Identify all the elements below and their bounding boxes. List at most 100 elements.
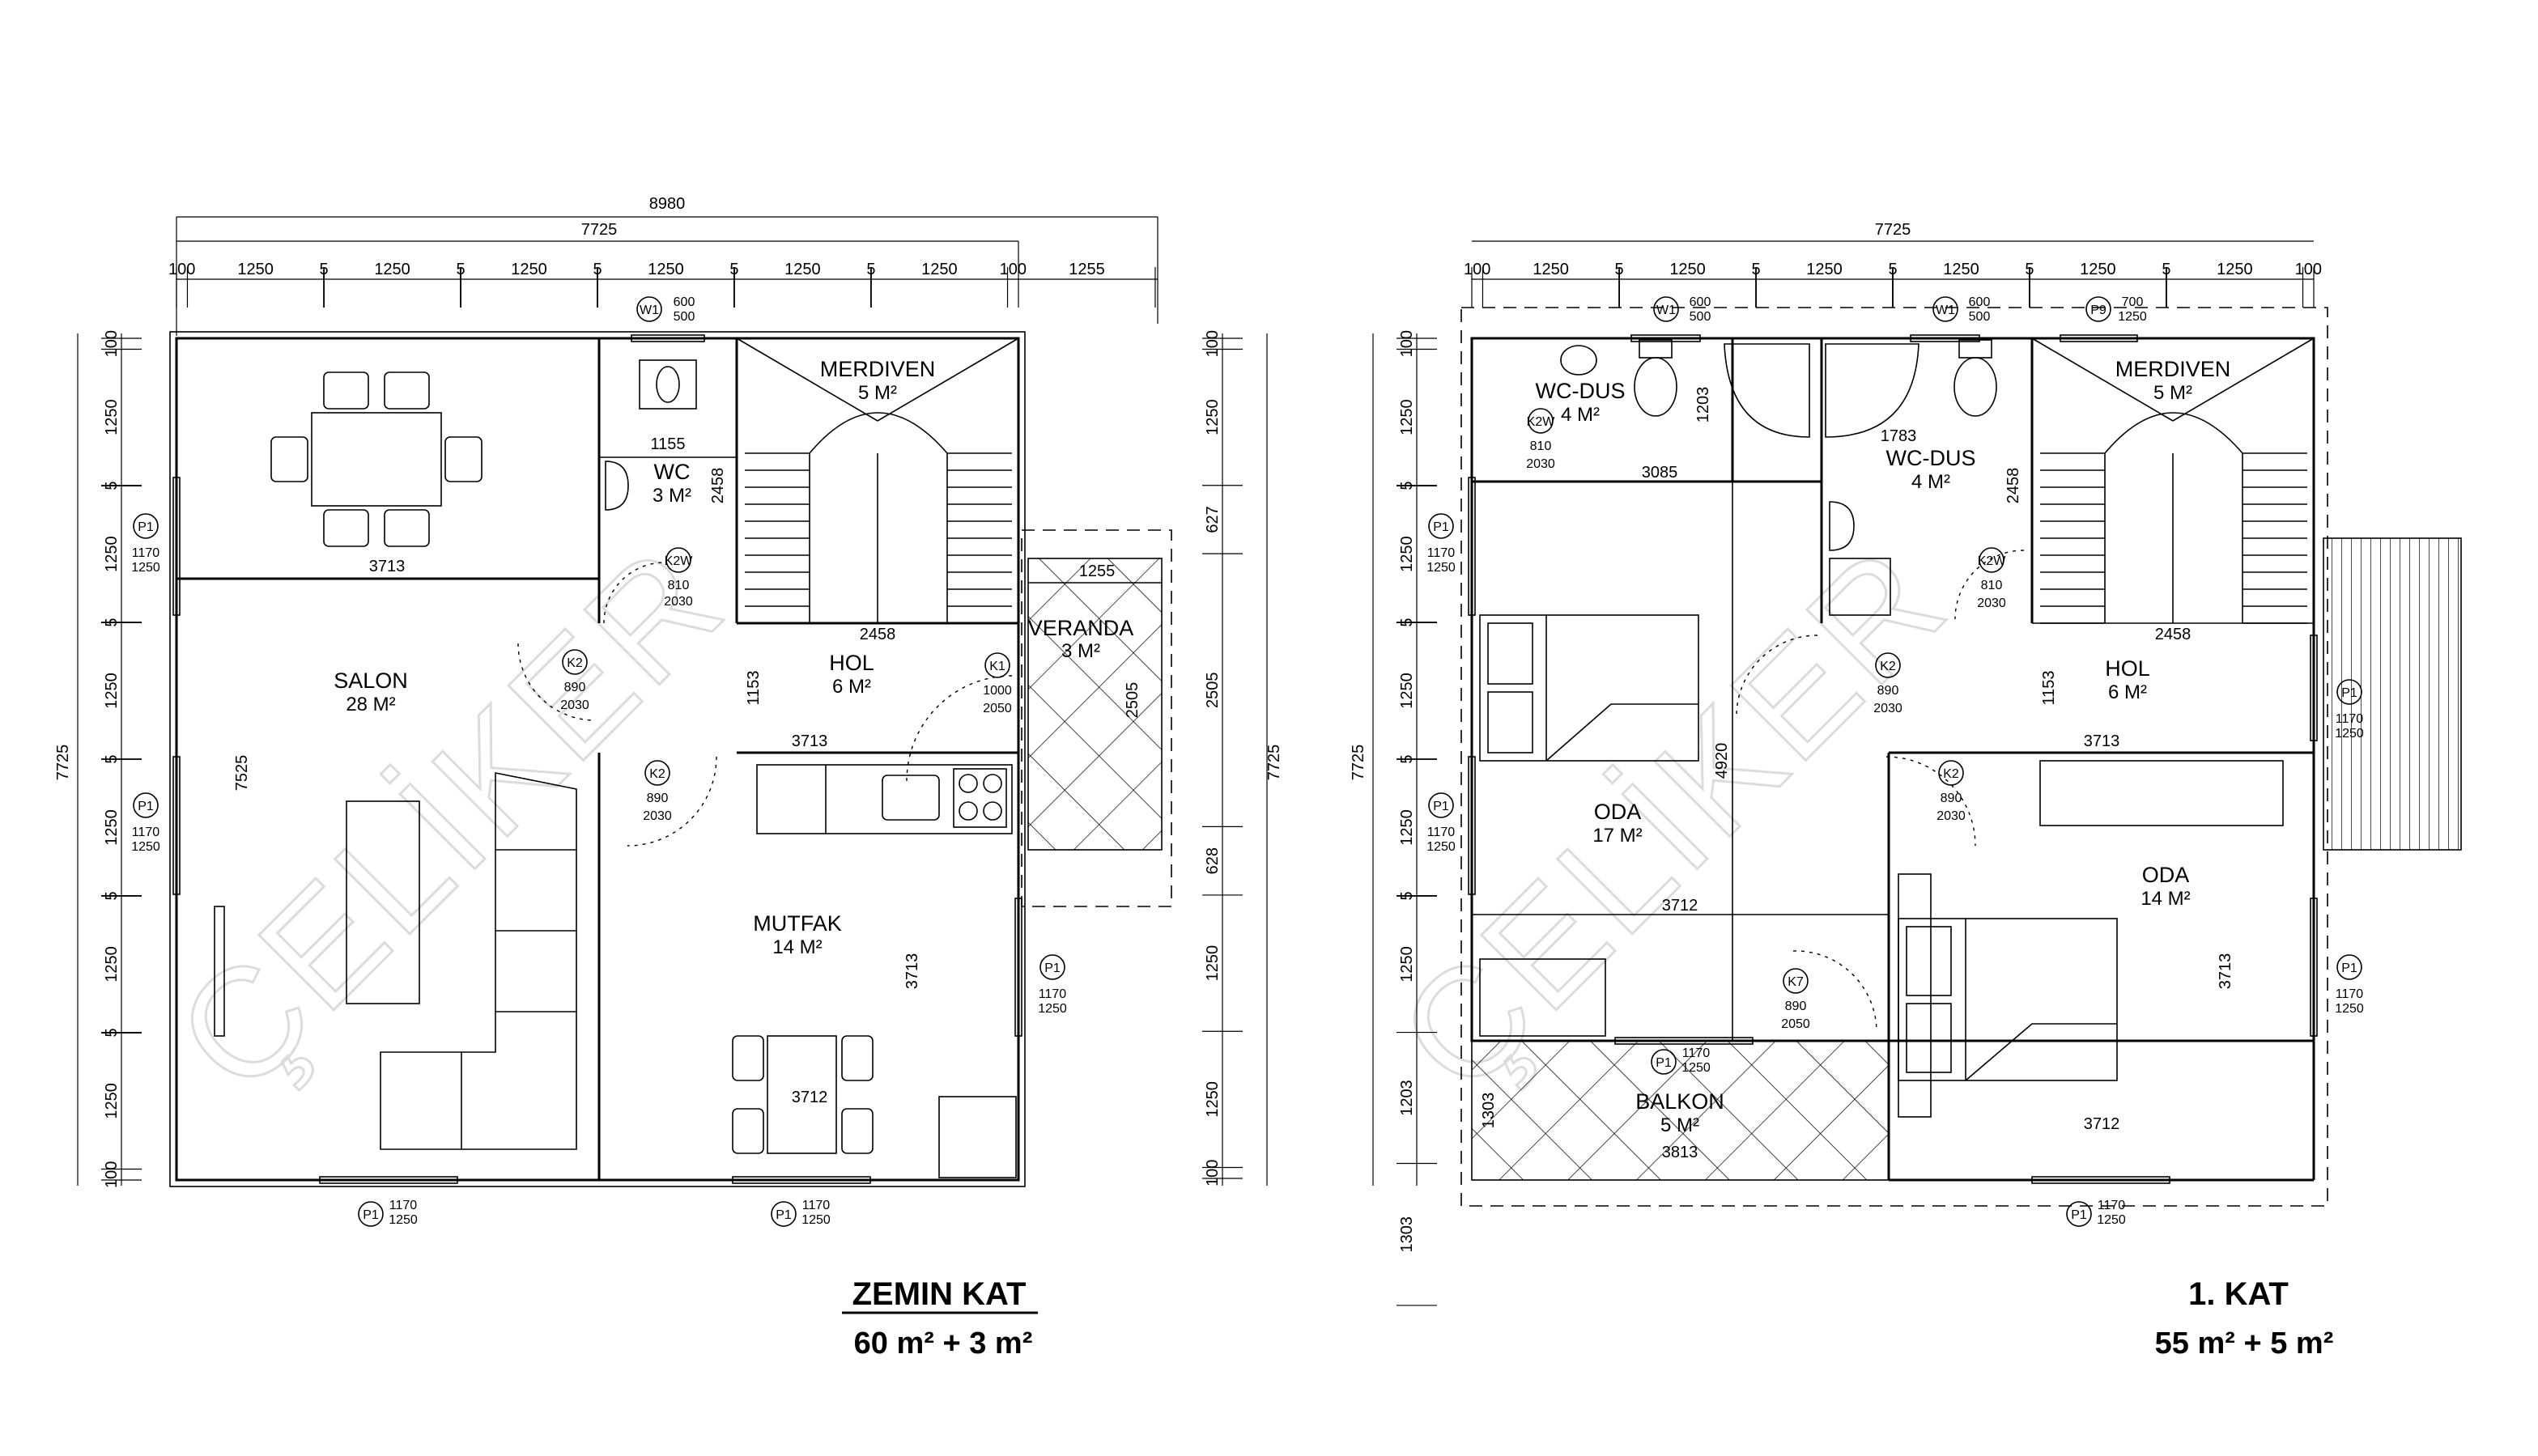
first-room-wcdus2-name: WC-DUS <box>1886 446 1976 470</box>
first-outer-wall <box>1470 337 2315 1042</box>
ground-top-seg-12: 100 <box>1000 261 1027 278</box>
svg-text:P1: P1 <box>1433 520 1449 534</box>
ground-dim-salon-height: 7525 <box>233 755 251 792</box>
ground-top-seg-0: 100 <box>168 261 195 278</box>
ground-left-seg-0: 100 <box>103 330 121 357</box>
ground-right-seg-3: 2505 <box>1204 673 1222 709</box>
svg-text:2030: 2030 <box>1873 702 1902 715</box>
first-dim-oda2-width: 3712 <box>2084 1115 2120 1133</box>
ground-left-seg-11: 1250 <box>103 1083 121 1119</box>
svg-text:2050: 2050 <box>983 702 1012 715</box>
svg-text:P9: P9 <box>2090 304 2106 317</box>
first-top-seg-12: 100 <box>2295 261 2322 278</box>
ground-dim-hol-width: 2458 <box>860 626 896 643</box>
ground-room-mutfak-name: MUTFAK <box>753 911 842 936</box>
ground-right-seg-6: 1250 <box>1204 1081 1222 1118</box>
ground-top-seg-3: 1250 <box>374 261 410 278</box>
first-left-seg-3: 1250 <box>1398 536 1416 572</box>
svg-text:890: 890 <box>564 681 586 694</box>
svg-text:1170: 1170 <box>1427 826 1456 839</box>
first-bed-oda1-icon <box>1479 614 1699 762</box>
svg-text:1250: 1250 <box>2097 1213 2126 1227</box>
ground-dining-table-icon <box>270 371 483 547</box>
ground-left-height: 7725 <box>54 745 72 781</box>
first-room-wcdus2-area: 4 M² <box>1911 471 1950 493</box>
ground-kitchen-counter-icon <box>756 764 1013 834</box>
first-top-seg-1: 1250 <box>1533 261 1569 278</box>
svg-text:1170: 1170 <box>389 1199 418 1212</box>
first-left-seg-11: 1303 <box>1398 1216 1416 1253</box>
first-external-stairs <box>2323 537 2462 851</box>
ground-dim-hol-height: 1153 <box>745 670 763 705</box>
first-top-seg-3: 1250 <box>1669 261 1706 278</box>
first-shower-icon <box>1724 343 1919 438</box>
first-top-seg-5: 1250 <box>1806 261 1843 278</box>
first-tag-p1-left-top: P1 1170 1250 <box>1426 513 1456 575</box>
first-room-oda1-area: 17 M² <box>1592 825 1642 847</box>
svg-text:2030: 2030 <box>664 595 693 609</box>
ground-tag-p1-bottom-right: P1 1170 1250 <box>771 1199 831 1227</box>
ground-left-seg-3: 1250 <box>103 536 121 572</box>
ground-outer-wall <box>175 337 1020 1182</box>
first-left-seg-1: 1250 <box>1398 399 1416 435</box>
svg-text:1170: 1170 <box>2336 712 2364 726</box>
svg-text:2030: 2030 <box>643 809 672 823</box>
svg-text:600: 600 <box>674 295 695 309</box>
ground-left-seg-1: 1250 <box>103 399 121 435</box>
first-top-seg-11: 1250 <box>2217 261 2253 278</box>
ground-tag-p1-left-bottom: P1 1170 1250 <box>131 792 160 854</box>
svg-text:2030: 2030 <box>1526 457 1555 471</box>
svg-text:K2: K2 <box>649 767 665 781</box>
svg-text:1170: 1170 <box>2336 987 2364 1001</box>
ground-right-seg-5: 1250 <box>1204 945 1222 982</box>
ground-dim-mutfak-width: 3713 <box>792 732 828 750</box>
svg-text:1250: 1250 <box>801 1213 831 1227</box>
ground-main-width: 7725 <box>581 221 618 239</box>
ground-staircase <box>736 337 1019 624</box>
svg-text:890: 890 <box>647 792 669 805</box>
svg-text:K1: K1 <box>989 660 1005 673</box>
svg-text:1250: 1250 <box>131 840 160 854</box>
first-tag-p1-bottom: P1 1170 1250 <box>2066 1199 2126 1227</box>
ground-room-salon-area: 28 M² <box>346 694 395 715</box>
first-tag-k7: K7 890 2050 <box>1781 968 1810 1031</box>
first-main-width: 7725 <box>1875 221 1911 239</box>
ground-right-seg-0: 100 <box>1204 330 1222 357</box>
ground-dim-salon-width: 3713 <box>369 558 406 575</box>
svg-text:500: 500 <box>1969 310 1991 324</box>
svg-text:P1: P1 <box>776 1208 792 1222</box>
first-room-oda2-name: ODA <box>2142 863 2190 887</box>
ground-tag-p1-left-top: P1 1170 1250 <box>131 513 160 575</box>
first-dim-oda2-height: 3713 <box>2217 953 2234 990</box>
first-toilet-2-icon <box>1953 339 1997 417</box>
svg-text:890: 890 <box>1941 792 1962 805</box>
first-room-hol-name: HOL <box>2105 656 2150 681</box>
svg-text:W1: W1 <box>1656 304 1676 317</box>
first-floor-title: 1. KAT <box>2188 1276 2289 1312</box>
svg-text:1250: 1250 <box>2118 310 2147 324</box>
first-left-seg-7: 1250 <box>1398 809 1416 846</box>
first-left-seg-0: 100 <box>1398 330 1416 357</box>
svg-text:K2W: K2W <box>1978 554 2007 568</box>
ground-left-seg-5: 1250 <box>103 673 121 709</box>
svg-text:500: 500 <box>1690 310 1711 324</box>
svg-text:1250: 1250 <box>131 561 160 575</box>
first-room-wcdus1-area: 4 M² <box>1561 404 1600 426</box>
svg-text:810: 810 <box>1530 439 1552 453</box>
svg-text:K2: K2 <box>1880 660 1896 673</box>
svg-text:890: 890 <box>1785 1000 1807 1013</box>
ground-room-hol-area: 6 M² <box>832 676 871 698</box>
ground-room-hol-name: HOL <box>829 651 874 675</box>
first-room-balkon-area: 5 M² <box>1660 1114 1699 1136</box>
first-tag-k2-oda1: K2 890 2030 <box>1873 652 1902 715</box>
first-room-hol-area: 6 M² <box>2108 681 2147 703</box>
ground-dim-mutfak-height: 3713 <box>903 953 921 990</box>
first-top-seg-0: 100 <box>1464 261 1490 278</box>
watermark-first: ÇELİKER <box>1367 513 1979 1124</box>
first-room-balkon-name: BALKON <box>1635 1089 1724 1114</box>
first-dim-hol-width-2: 3713 <box>2084 732 2120 750</box>
svg-text:P1: P1 <box>1433 800 1449 813</box>
